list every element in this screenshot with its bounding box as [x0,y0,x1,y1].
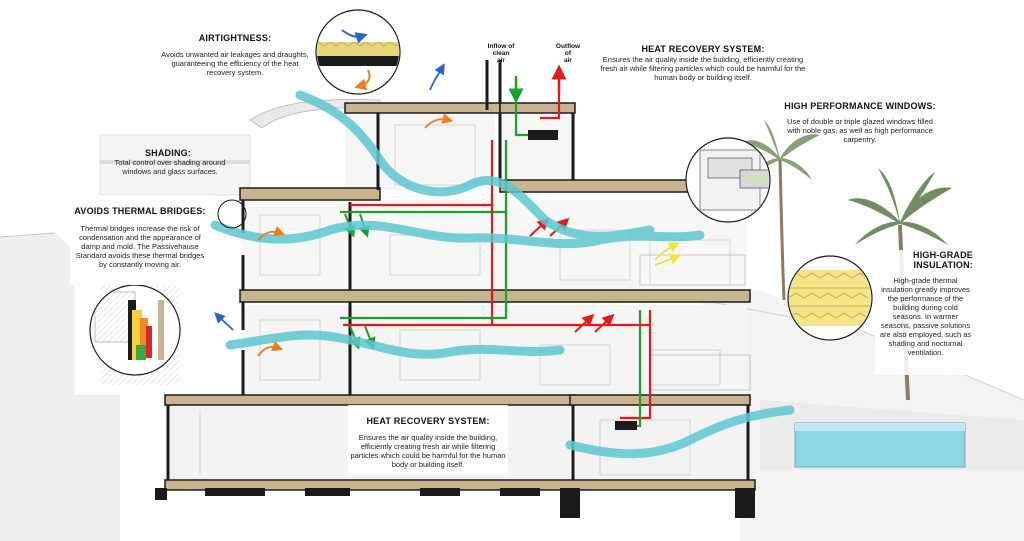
insulation-title-2: INSULATION: [913,260,973,270]
shading-label: SHADING: Total control over shading arou… [100,148,240,176]
insulation-label: HIGH-GRADE INSULATION: High-grade therma… [878,250,973,357]
floor-slabs [164,102,756,491]
airtightness-title: AIRTIGHTNESS: [198,33,272,43]
windows-title: HIGH PERFORMANCE WINDOWS: [784,101,936,111]
shading-body: Total control over shading around window… [114,158,226,176]
magnifier-circle [89,284,181,376]
level-1-interior [242,200,747,290]
magnifier-circle [217,199,247,229]
airtightness-body: Avoids unwanted air leakages and draught… [161,50,309,77]
inflow-line-3: air [497,57,505,64]
heat-recovery-bottom-label: HEAT RECOVERY SYSTEM: Ensures the air qu… [350,416,506,469]
heat-recovery-top-body: Ensures the air quality inside the build… [600,55,806,82]
inflow-line-1: Inflow of [487,43,515,50]
heat-recovery-bottom-title: HEAT RECOVERY SYSTEM: [366,416,490,426]
windows-body: Use of double or triple glazed windows f… [787,117,933,144]
inflow-label: Inflow of clean air [482,43,520,64]
thermal-bridges-body: Thermal bridges increase the risk of con… [75,224,205,269]
outflow-label: Outflow of air [549,43,587,64]
inflow-line-2: clean [492,50,510,57]
thermal-bridges-title: AVOIDS THERMAL BRIDGES: [74,206,206,216]
shading-title: SHADING: [144,148,192,158]
walls [166,60,750,480]
windows-label: HIGH PERFORMANCE WINDOWS: Use of double … [780,101,940,144]
outflow-line-3: air [564,57,572,64]
heat-recovery-unit-basement [615,421,637,430]
heat-recovery-unit [528,130,558,140]
magnifier-circle [787,255,873,341]
magnifier-circle [685,137,771,223]
magnifier-circle [315,9,401,95]
terrain-left [0,233,120,541]
insulation-title-1: HIGH-GRADE [913,250,973,260]
heat-recovery-top-title: HEAT RECOVERY SYSTEM: [641,44,765,54]
thermal-bridges-label: AVOIDS THERMAL BRIDGES: Thermal bridges … [72,206,208,269]
heat-recovery-top-label: HEAT RECOVERY SYSTEM: Ensures the air qu… [598,44,808,82]
insulation-body: High-grade thermal insulation greatly im… [879,276,972,357]
heat-recovery-bottom-body: Ensures the air quality inside the build… [350,433,506,469]
outflow-line-1: Outflow [555,43,581,50]
airflow-wave [210,90,795,459]
airtightness-label: AIRTIGHTNESS: Avoids unwanted air leakag… [160,33,310,77]
outflow-line-2: of [564,50,572,57]
